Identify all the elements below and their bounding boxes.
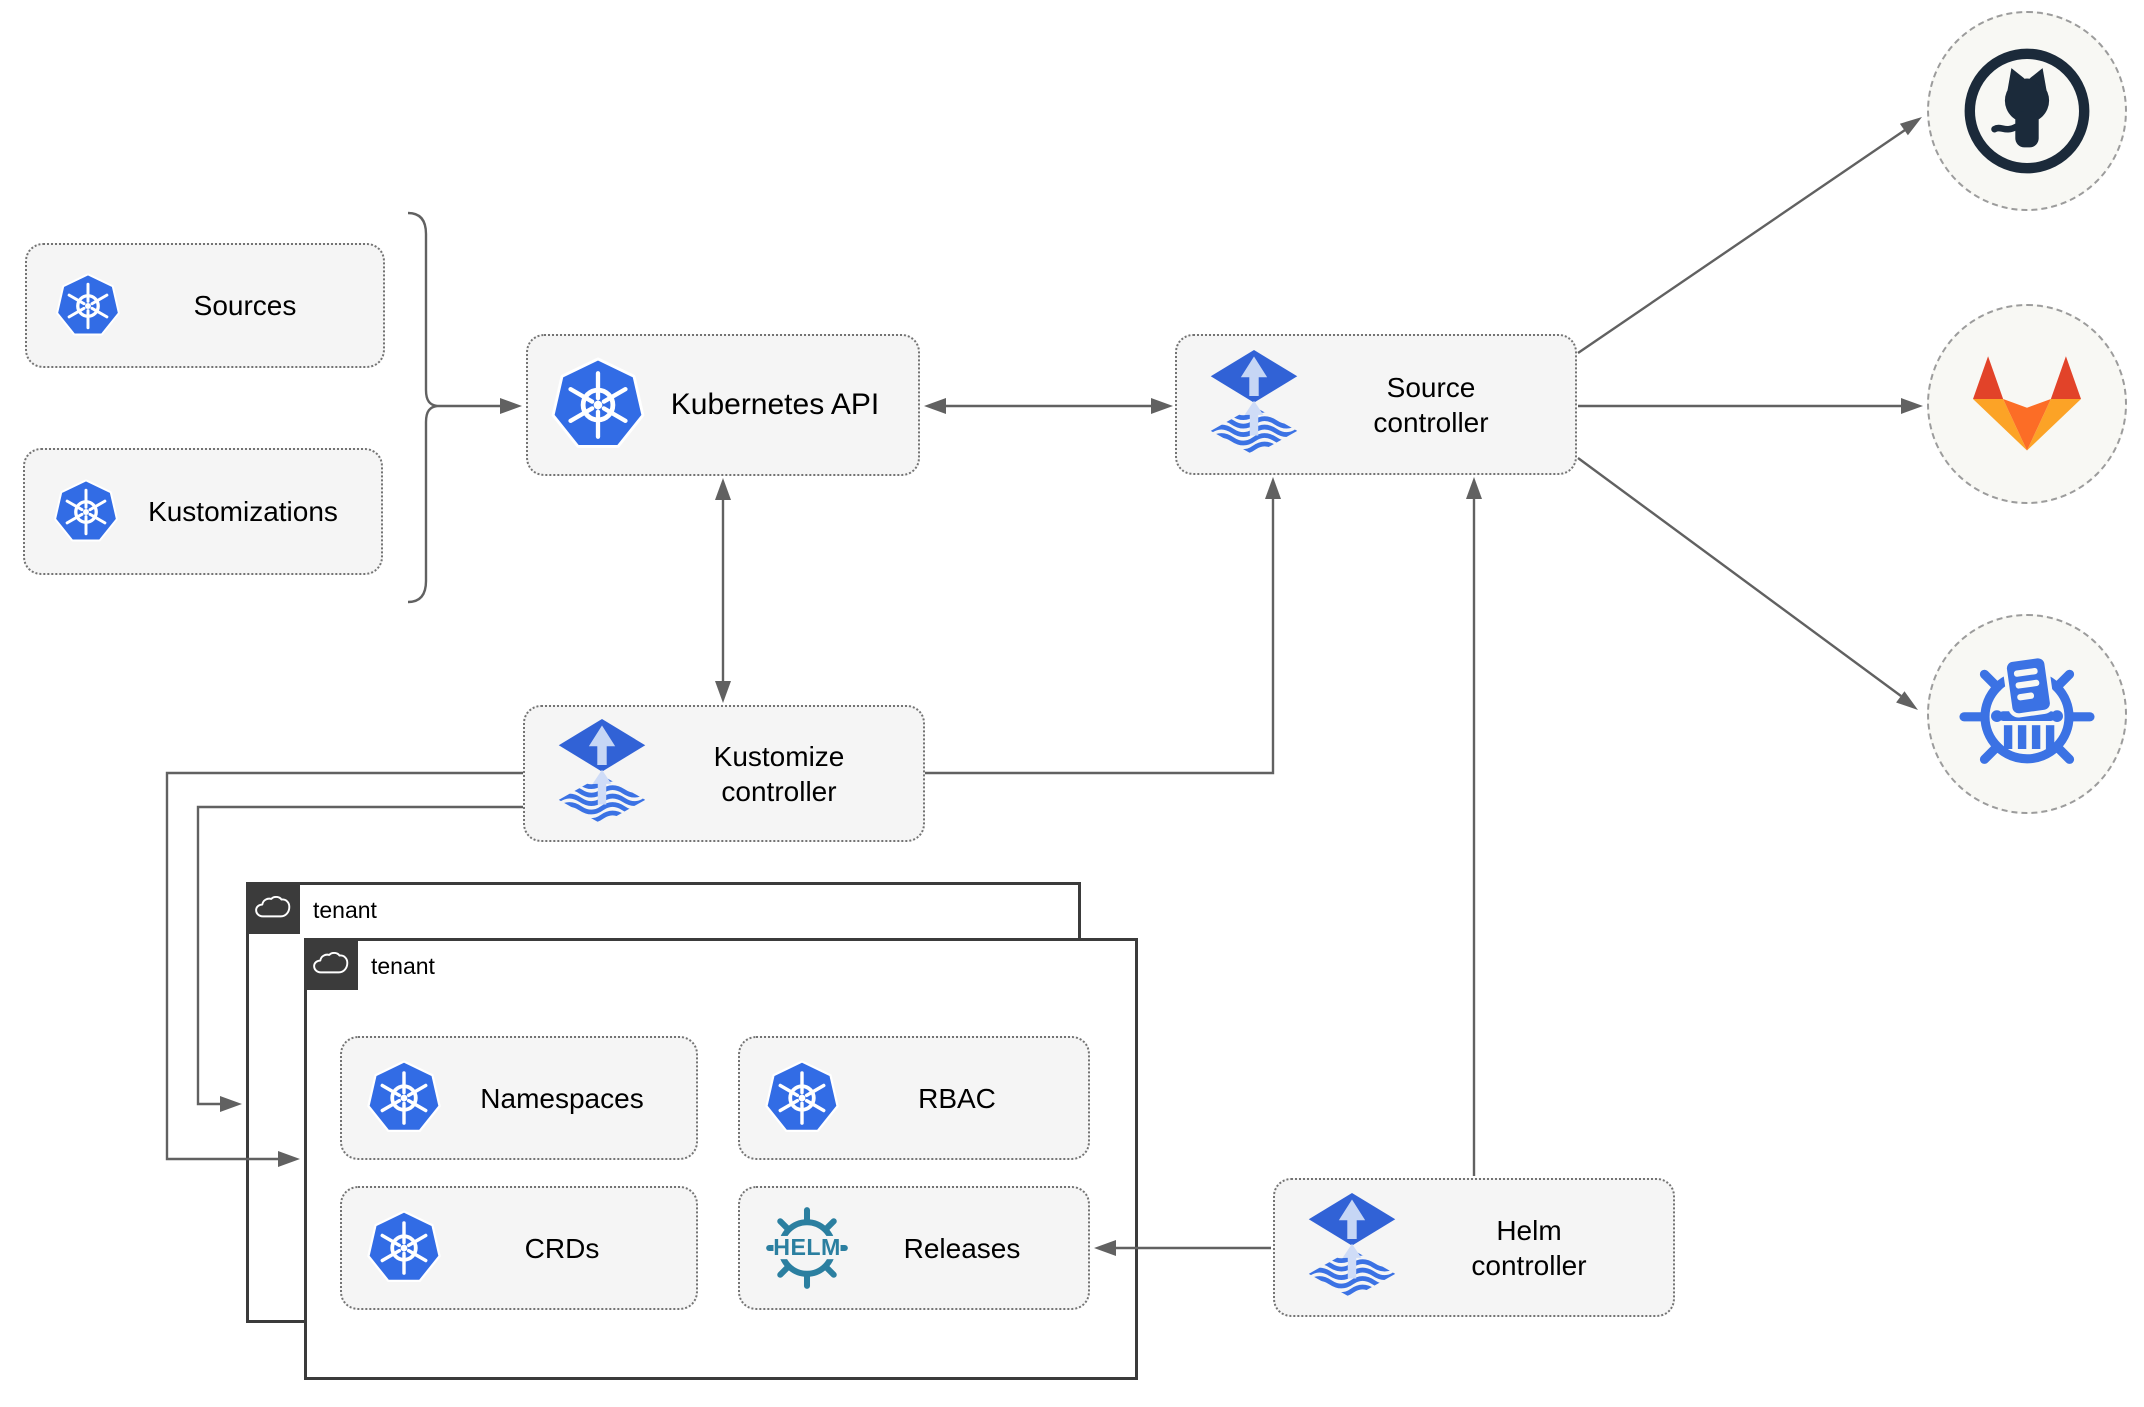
- crds-node: CRDs: [340, 1186, 698, 1310]
- helm-wheel-icon: HELM: [764, 1205, 850, 1291]
- tenant-label: tenant: [313, 897, 377, 923]
- kubernetes-logo-icon: [764, 1060, 840, 1136]
- helm-controller-node: Helm controller: [1273, 1178, 1675, 1317]
- sources-node: Sources: [25, 243, 385, 368]
- cloud-icon: [255, 896, 291, 921]
- flux-logo-icon: [555, 717, 649, 830]
- namespaces-label: Namespaces: [480, 1082, 644, 1114]
- sources-label: Sources: [193, 290, 297, 321]
- namespaces-node: Namespaces: [340, 1036, 698, 1160]
- kubernetes-api-label: Kubernetes API: [670, 388, 880, 422]
- tenant-tab: [246, 882, 300, 934]
- kustomize-controller-label: Kustomize controller: [713, 740, 845, 807]
- kubernetes-logo-icon: [550, 357, 646, 453]
- kubernetes-logo-icon: [55, 273, 121, 339]
- chartmuseum-endpoint: [1927, 614, 2127, 814]
- releases-node: HELM Releases: [738, 1186, 1090, 1310]
- cloud-icon: [313, 952, 349, 977]
- github-endpoint: [1927, 11, 2127, 211]
- flux-logo-icon: [1305, 1191, 1399, 1304]
- edge-source-to-github: [1577, 129, 1906, 354]
- gitlab-logo-icon: [1964, 350, 2090, 458]
- tenant-tab: [304, 938, 358, 990]
- helm-controller-label: Helm controller: [1471, 1214, 1587, 1281]
- source-controller-node: Source controller: [1175, 334, 1577, 475]
- github-logo-icon: [1962, 46, 2092, 176]
- flux-logo-icon: [1207, 348, 1301, 461]
- edge-kustomize-to-source: [925, 495, 1275, 775]
- kubernetes-logo-icon: [366, 1210, 442, 1286]
- kubernetes-api-node: Kubernetes API: [526, 334, 920, 476]
- releases-label: Releases: [903, 1232, 1021, 1264]
- helm-wordmark: HELM: [773, 1234, 841, 1260]
- rbac-node: RBAC: [738, 1036, 1090, 1160]
- kubernetes-logo-icon: [53, 479, 119, 545]
- crds-label: CRDs: [524, 1232, 600, 1264]
- kustomizations-label: Kustomizations: [148, 496, 338, 527]
- source-controller-label: Source controller: [1373, 371, 1489, 438]
- gitlab-endpoint: [1927, 304, 2127, 504]
- rbac-label: RBAC: [918, 1082, 996, 1114]
- kustomize-controller-node: Kustomize controller: [523, 705, 925, 842]
- tenant-label: tenant: [371, 953, 435, 979]
- group-bracket: [407, 211, 438, 604]
- kubernetes-logo-icon: [366, 1060, 442, 1136]
- chartmuseum-logo-icon: [1957, 644, 2097, 784]
- edge-source-to-chartmuseum: [1577, 457, 1902, 697]
- kustomizations-node: Kustomizations: [23, 448, 383, 575]
